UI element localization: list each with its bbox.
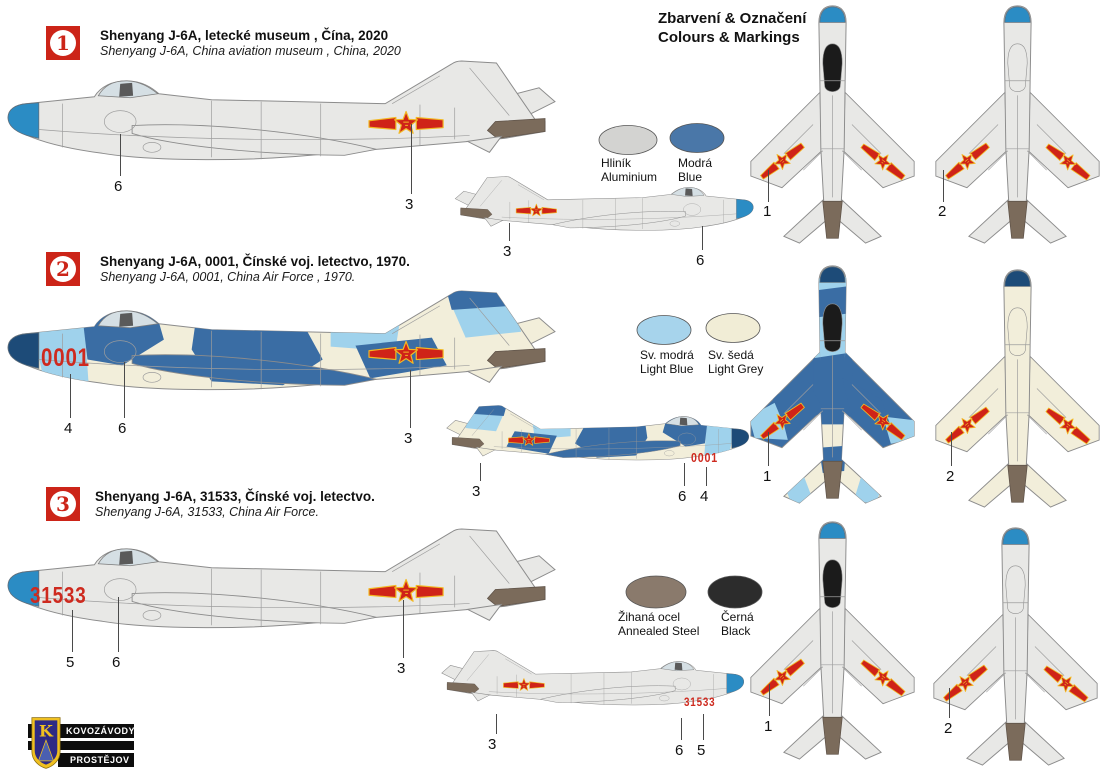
- callout-3: 3: [488, 736, 497, 753]
- swatch-blue: [669, 123, 725, 153]
- swatch-light-blue: [636, 315, 692, 345]
- scheme2-title-cs: Shenyang J-6A, 0001, Čínské voj. letectv…: [100, 254, 410, 269]
- aircraft-code-0001-small: 0001: [691, 450, 718, 465]
- callout-6: 6: [675, 742, 684, 759]
- aircraft-code-0001: 0001: [41, 344, 90, 372]
- logo-shield-icon: K: [31, 717, 61, 769]
- callout-1: 1: [763, 468, 772, 485]
- callout-4: 4: [700, 488, 709, 505]
- callout-3: 3: [405, 196, 414, 213]
- scheme1-side-profile: [2, 60, 560, 194]
- scheme3-bottom-view: [928, 524, 1103, 769]
- scheme1-badge: 1: [46, 26, 80, 60]
- scheme1-title-en: Shenyang J-6A, China aviation museum , C…: [100, 44, 401, 58]
- callout-2: 2: [944, 720, 953, 737]
- callout-3: 3: [404, 430, 413, 447]
- callout-4: 4: [64, 420, 73, 437]
- aircraft-code-31533: 31533: [30, 582, 87, 608]
- sheet-title-en: Colours & Markings: [658, 28, 800, 46]
- callout-6: 6: [678, 488, 687, 505]
- scheme1-bottom-view: [930, 2, 1103, 247]
- svg-text:K: K: [39, 721, 54, 740]
- scheme3-title-cs: Shenyang J-6A, 31533, Čínské voj. letect…: [95, 489, 375, 504]
- callout-6: 6: [696, 252, 705, 269]
- sheet-title-cs: Zbarvení & Označení: [658, 10, 807, 27]
- callout-3: 3: [503, 243, 512, 260]
- scheme2-badge: 2: [46, 252, 80, 286]
- callout-2: 2: [938, 203, 947, 220]
- logo-bar-bottom: PROSTĚJOV: [58, 753, 134, 767]
- callout-3: 3: [472, 483, 481, 500]
- scheme2-title-en: Shenyang J-6A, 0001, China Air Force , 1…: [100, 270, 356, 284]
- callout-6: 6: [114, 178, 123, 195]
- scheme1-title-cs: Shenyang J-6A, letecké museum , Čína, 20…: [100, 28, 389, 43]
- swatch-light-grey: [705, 313, 761, 343]
- callout-2: 2: [946, 468, 955, 485]
- callout-3: 3: [397, 660, 406, 677]
- callout-6: 6: [118, 420, 127, 437]
- swatch-aluminium: [598, 125, 658, 155]
- logo-bar-middle: [28, 741, 134, 750]
- scheme2-bottom-view: [930, 266, 1103, 511]
- callout-5: 5: [697, 742, 706, 759]
- sheet-title: Zbarvení & Označení Colours & Markings: [658, 10, 806, 48]
- swatch-annealed-steel: [625, 575, 687, 609]
- callout-1: 1: [763, 203, 772, 220]
- callout-1: 1: [764, 718, 773, 735]
- callout-5: 5: [66, 654, 75, 671]
- callout-6: 6: [112, 654, 121, 671]
- scheme3-badge: 3: [46, 487, 80, 521]
- aircraft-code-31533-small: 31533: [684, 695, 716, 709]
- swatch-black: [707, 575, 763, 609]
- scheme1-side-profile-small: [452, 176, 757, 249]
- scheme3-side-profile-small: [438, 650, 748, 724]
- scheme3-title-en: Shenyang J-6A, 31533, China Air Force.: [95, 505, 319, 519]
